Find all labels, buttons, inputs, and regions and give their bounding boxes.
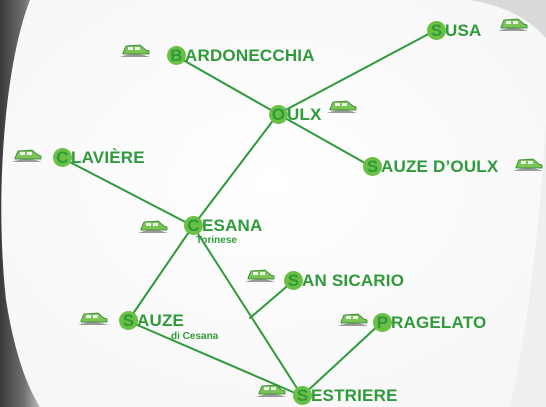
car-icon (498, 18, 528, 31)
frame-shape-left (0, 0, 40, 407)
frame-shape-top-right (470, 0, 546, 38)
car-icon (12, 149, 42, 162)
car-icon (338, 313, 368, 326)
road-san-sicario-branch (249, 281, 293, 319)
road-bardonecchia-oulx (175, 55, 279, 115)
town-marker: S (363, 157, 382, 176)
road-oulx-susa (277, 29, 437, 115)
car-icon (513, 158, 543, 171)
town-marker: B (167, 46, 186, 65)
road-cesana-sauze-cesana (127, 225, 194, 322)
car-icon (256, 384, 286, 397)
road-sauze-cesana-sestriere (127, 320, 303, 397)
town-sublabel-sauze-di-cesana: di Cesana (171, 331, 219, 342)
car-icon (327, 100, 357, 113)
town-marker: S (284, 271, 303, 290)
car-icon (78, 312, 108, 325)
town-marker: P (373, 313, 392, 332)
town-marker: C (53, 148, 72, 167)
car-icon (245, 269, 275, 282)
town-marker: S (427, 21, 446, 40)
road-oulx-cesana (192, 113, 279, 227)
road-pragelato-sestriere (301, 321, 383, 397)
road-cesana-sestriere (192, 225, 303, 397)
town-marker: O (269, 105, 288, 124)
road-claviere-cesana (61, 157, 194, 227)
car-icon (120, 44, 150, 57)
town-marker: S (119, 311, 138, 330)
frame-shape-right (510, 120, 546, 407)
car-icon (138, 220, 168, 233)
town-sublabel-cesana: Torinese (196, 235, 237, 246)
road-network (61, 29, 437, 397)
road-oulx-sauze-oulx (277, 113, 373, 168)
town-marker: S (293, 386, 312, 405)
town-marker: C (184, 216, 203, 235)
